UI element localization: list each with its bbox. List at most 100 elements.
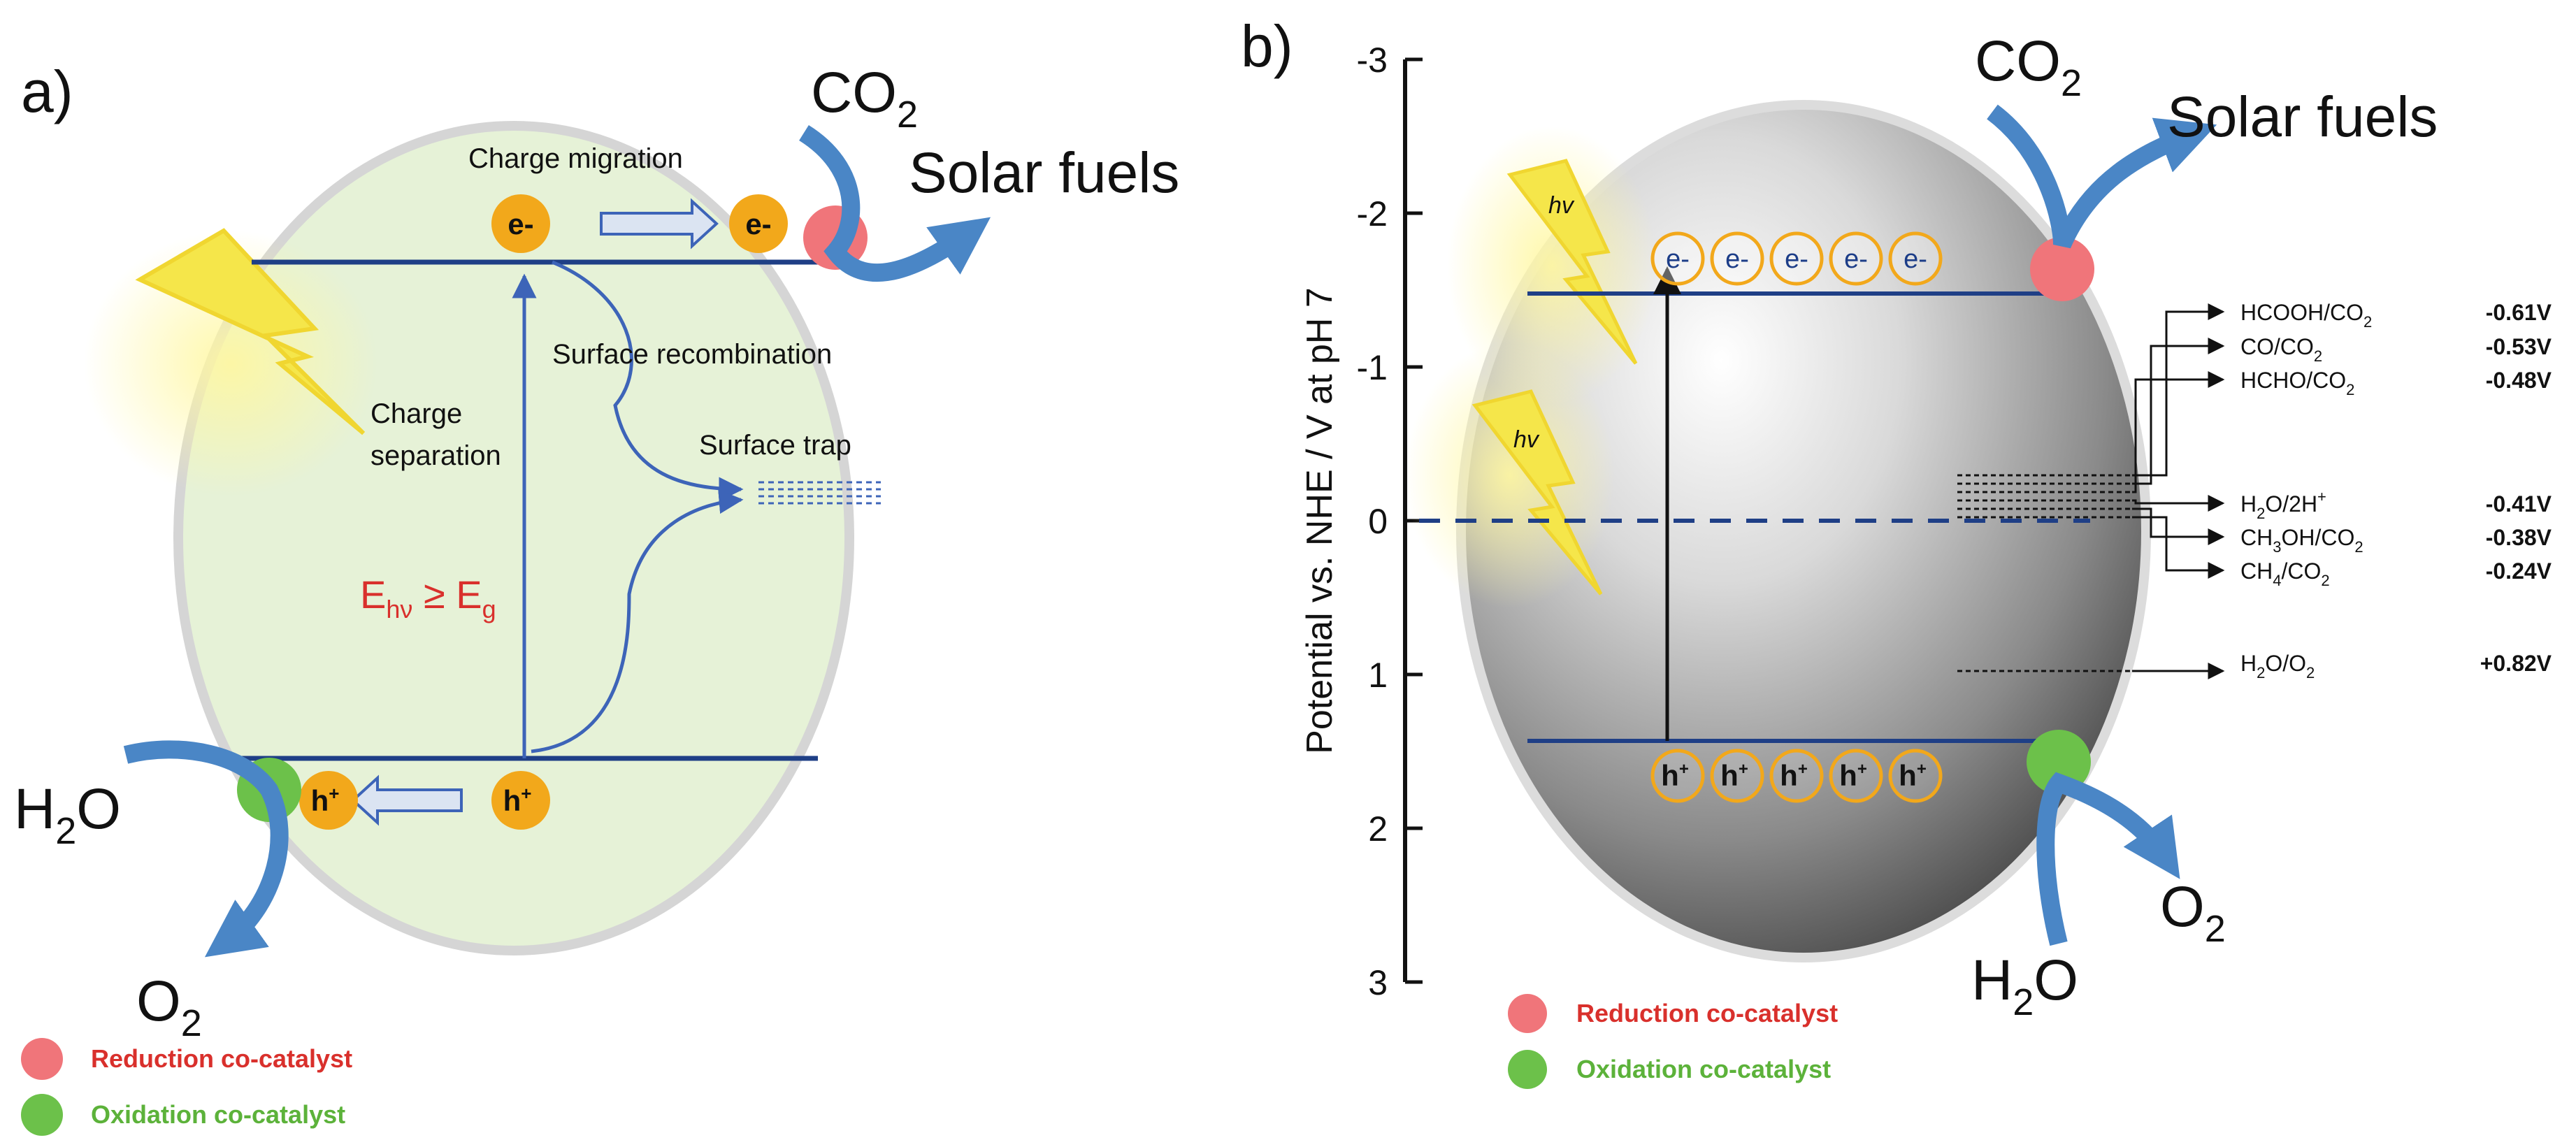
co2-arrow — [798, 124, 991, 282]
energy-relation: Ehν ≥ Eg — [360, 572, 496, 623]
panel-b-h2o: H2O — [1971, 948, 2078, 1023]
holes-row: h+ h+ h+ h+ h+ — [1650, 749, 1943, 803]
redox-potential-value: -0.48V — [2486, 368, 2552, 393]
redox-potential-value: -0.41V — [2486, 491, 2552, 517]
hv-label-2: hv — [1513, 426, 1540, 453]
lightning-icon — [84, 228, 377, 496]
legend-reduction-label: Reduction co-catalyst — [91, 1044, 352, 1073]
redox-couple: CH4/CO2 -0.24V — [1957, 516, 2552, 589]
hole-b: h+ — [1829, 749, 1883, 803]
hole-2: h+ — [299, 771, 358, 830]
svg-text:e-: e- — [508, 208, 533, 240]
recombination-curve-top — [552, 260, 744, 502]
legend-oxidation-label: Oxidation co-catalyst — [91, 1100, 345, 1129]
h2o-arrow-b — [2036, 772, 2180, 946]
axis-tick-label: -3 — [1357, 41, 1388, 80]
svg-text:h+: h+ — [311, 783, 340, 817]
svg-text:e-: e- — [1904, 245, 1927, 274]
legend-reduction-dot — [21, 1038, 63, 1080]
panel-a-solar-fuels: Solar fuels — [909, 141, 1179, 205]
surface-recombination-label: Surface recombination — [552, 339, 832, 370]
svg-text:h+: h+ — [1780, 759, 1808, 792]
redox-potentials: HCOOH/CO2 -0.61V CO/CO2 -0.53V HCHO/CO2 -0.48… — [1957, 300, 2552, 681]
svg-text:h+: h+ — [1899, 759, 1927, 792]
redox-couple: CO/CO2 -0.53V — [1957, 334, 2552, 485]
svg-text:h+: h+ — [1720, 759, 1748, 792]
redox-couple-label: CH3OH/CO2 — [2240, 525, 2363, 556]
redox-potential-value: +0.82V — [2480, 651, 2552, 676]
lightning-icon-1: hv — [1447, 126, 1657, 405]
svg-text:e-: e- — [1666, 245, 1690, 274]
axis-tick-label: 3 — [1368, 963, 1388, 1002]
redox-potential-value: -0.38V — [2486, 525, 2552, 550]
oxidation-cocatalyst-b — [2027, 730, 2091, 794]
migration-arrow — [600, 198, 719, 250]
svg-text:e-: e- — [745, 208, 771, 240]
axis-title: Potential vs. NHE / V at pH 7 — [1300, 287, 1340, 754]
hv-label-1: hv — [1548, 192, 1575, 219]
redox-potential-value: -0.24V — [2486, 558, 2552, 584]
axis-tick-label: 0 — [1368, 502, 1388, 541]
redox-couple: H2O/O2 +0.82V — [1957, 651, 2552, 681]
redox-couple-label: H2O/O2 — [2240, 651, 2315, 681]
lightning-icon-2: hv — [1405, 342, 1615, 608]
legend-reduction-dot-b — [1508, 994, 1547, 1033]
panel-a-o2: O2 — [136, 969, 202, 1044]
panel-a-label: a) — [21, 59, 73, 124]
hole-1: h+ — [491, 771, 550, 830]
h2o-arrow — [123, 740, 289, 958]
recombination-curve-bottom — [531, 489, 744, 753]
hole-migration-arrow — [351, 774, 463, 826]
svg-text:h+: h+ — [1661, 759, 1689, 792]
panel-b-solar-fuels: Solar fuels — [2167, 85, 2438, 149]
charge-separation-label-1: Charge — [370, 398, 462, 429]
panel-b-co2: CO2 — [1975, 29, 2082, 104]
axis-tick-label: -2 — [1357, 194, 1388, 233]
svg-text:e-: e- — [1785, 245, 1808, 274]
redox-potential-value: -0.53V — [2486, 334, 2552, 359]
electron-b: e- — [1650, 231, 1705, 286]
electron-b: e- — [1829, 231, 1883, 286]
charge-separation-label-2: separation — [370, 440, 501, 471]
svg-text:e-: e- — [1725, 245, 1749, 274]
axis-tick-label: 2 — [1368, 809, 1388, 849]
redox-couple: HCHO/CO2 -0.48V — [1957, 368, 2552, 493]
redox-couple: HCOOH/CO2 -0.61V — [1957, 300, 2552, 477]
charge-migration-label: Charge migration — [468, 143, 683, 174]
hole-b: h+ — [1888, 749, 1943, 803]
legend-oxidation-dot — [21, 1094, 63, 1136]
electron-b: e- — [1710, 231, 1764, 286]
redox-couple-label: HCOOH/CO2 — [2240, 300, 2372, 331]
panel-b-o2: O2 — [2160, 875, 2226, 950]
svg-text:h+: h+ — [1839, 759, 1867, 792]
svg-text:e-: e- — [1844, 245, 1868, 274]
legend-oxidation-label-b: Oxidation co-catalyst — [1576, 1055, 1831, 1083]
hole-b: h+ — [1650, 749, 1705, 803]
redox-couple-label: H2O/2H+ — [2240, 488, 2326, 522]
electron-1: e- — [491, 194, 550, 253]
svg-text:h+: h+ — [503, 783, 532, 817]
legend-reduction-label-b: Reduction co-catalyst — [1576, 999, 1838, 1027]
redox-couple: H2O/2H+ -0.41V — [1957, 488, 2552, 522]
surface-trap-marks — [758, 481, 881, 505]
reduction-cocatalyst-b — [2030, 237, 2094, 301]
redox-potential-value: -0.61V — [2486, 300, 2552, 325]
legend-oxidation-dot-b — [1508, 1050, 1547, 1089]
redox-couple-label: HCHO/CO2 — [2240, 368, 2354, 398]
redox-couple-label: CO/CO2 — [2240, 334, 2322, 365]
surface-trap-label: Surface trap — [699, 430, 851, 461]
co2-arrow-b — [1987, 104, 2217, 249]
panel-a-h2o: H2O — [14, 777, 121, 852]
panel-a-co2: CO2 — [811, 61, 918, 136]
electrons-row: e-e-e-e-e- — [1650, 231, 1943, 286]
redox-couple-label: CH4/CO2 — [2240, 558, 2330, 589]
hole-b: h+ — [1710, 749, 1764, 803]
electron-2: e- — [729, 194, 788, 253]
electron-b: e- — [1888, 231, 1943, 286]
panel-b-label: b) — [1241, 13, 1293, 79]
redox-couple: CH3OH/CO2 -0.38V — [1957, 507, 2552, 556]
axis-tick-label: 1 — [1368, 656, 1388, 695]
